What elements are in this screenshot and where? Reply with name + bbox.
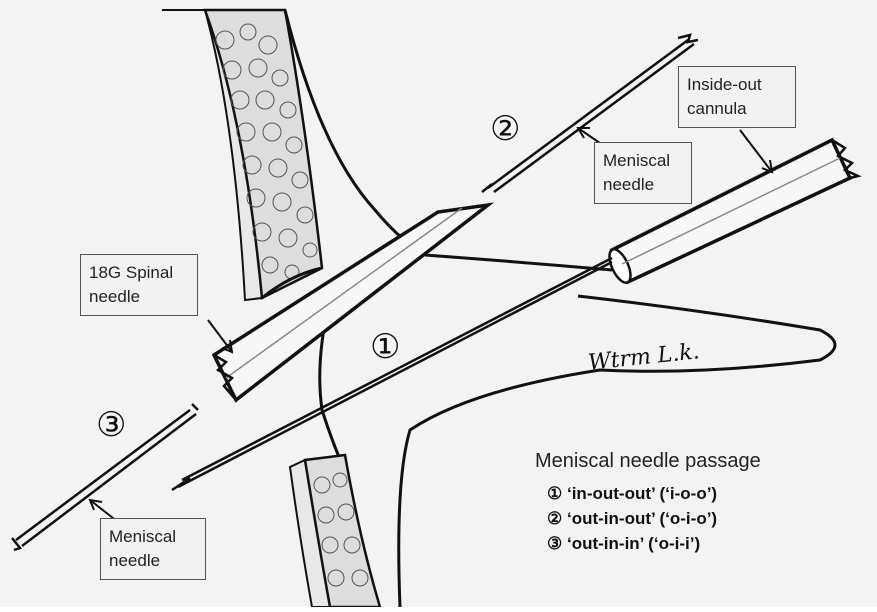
meniscal-needle-top-label: Meniscal needle <box>594 142 692 204</box>
marker-one: ① <box>370 330 400 364</box>
spinal-needle-label: 18G Spinal needle <box>80 254 198 316</box>
inside-out-cannula-label-line1: Inside-out <box>687 73 787 97</box>
legend-marker: ① <box>547 481 562 506</box>
legend-item: ③ ‘out-in-in’ (‘o-i-i’) <box>535 531 855 556</box>
legend-marker: ② <box>547 506 562 531</box>
spinal-needle-label-line1: 18G Spinal <box>89 261 189 285</box>
inside-out-cannula-label-line2: cannula <box>687 97 787 121</box>
legend-title: Meniscal needle passage <box>535 450 855 473</box>
legend-item: ② ‘out-in-out’ (‘o-i-o’) <box>535 506 855 531</box>
lower-capsule <box>290 455 380 607</box>
meniscal-needle-bottom-label: Meniscal needle <box>100 518 206 580</box>
legend-text: ‘out-in-in’ (‘o-i-i’) <box>567 531 700 556</box>
meniscal-needle-bottom-label-line2: needle <box>109 549 197 573</box>
legend-text: ‘out-in-out’ (‘o-i-o’) <box>567 506 717 531</box>
marker-two: ② <box>490 112 520 146</box>
inside-out-cannula-label: Inside-out cannula <box>678 66 796 128</box>
meniscal-needle-top-label-line2: needle <box>603 173 683 197</box>
legend: Meniscal needle passage ① ‘in-out-out’ (… <box>535 450 855 556</box>
meniscal-needle-top-label-line1: Meniscal <box>603 149 683 173</box>
marker-three: ③ <box>96 408 126 442</box>
spinal-needle-label-line2: needle <box>89 285 189 309</box>
legend-text: ‘in-out-out’ (‘i-o-o’) <box>567 481 717 506</box>
legend-item: ① ‘in-out-out’ (‘i-o-o’) <box>535 481 855 506</box>
legend-marker: ③ <box>547 531 562 556</box>
meniscal-needle-bottom-label-line1: Meniscal <box>109 525 197 549</box>
